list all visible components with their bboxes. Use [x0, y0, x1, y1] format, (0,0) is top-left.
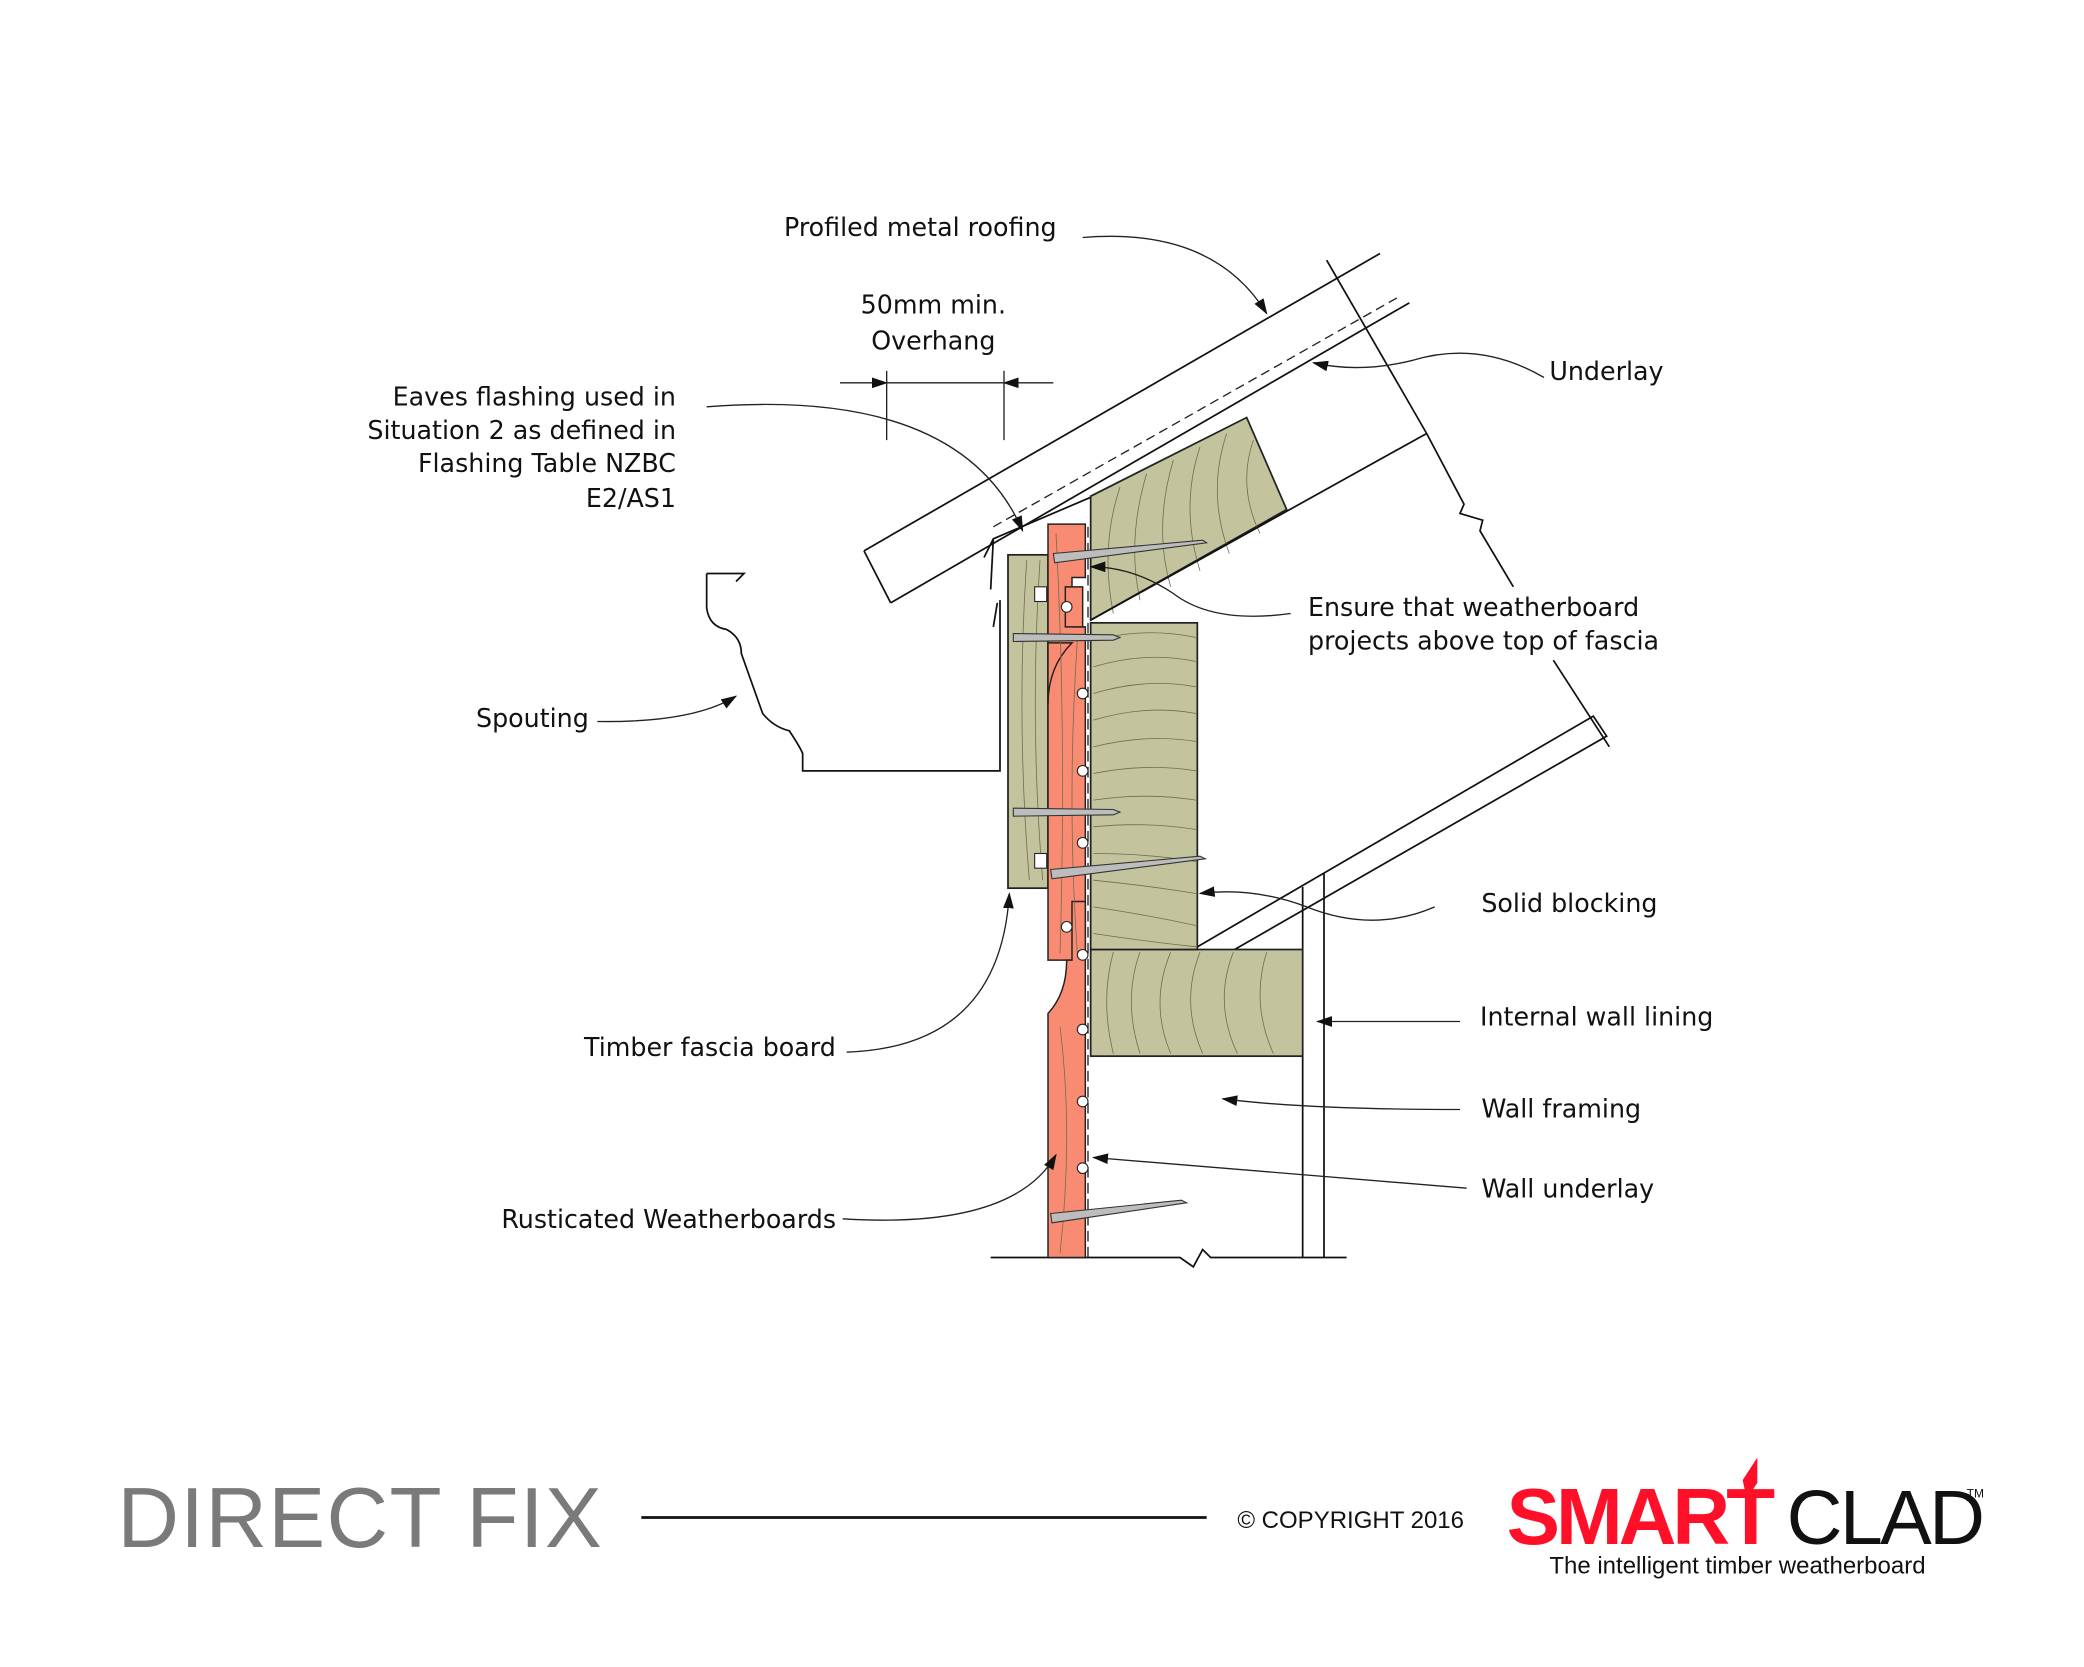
label-underlay: Underlay [1549, 356, 1663, 386]
label-spouting: Spouting [476, 703, 589, 733]
label-overhang: Overhang [871, 326, 995, 356]
label-eaves-flashing-1: Eaves flashing used in [393, 382, 676, 412]
leader-lines [597, 235, 1545, 1221]
nail [1012, 807, 1122, 817]
svg-text:SMART: SMART [1507, 1472, 1776, 1561]
label-eaves-flashing-2: Situation 2 as defined in [367, 415, 676, 445]
nail [1050, 1199, 1189, 1224]
label-overhang-min: 50mm min. [861, 290, 1006, 320]
label-profiled-metal-roofing: Profiled metal roofing [784, 212, 1057, 242]
top-plate [1089, 948, 1304, 1058]
label-internal-wall-lining: Internal wall lining [1480, 1002, 1713, 1032]
spouting [705, 573, 1001, 772]
nail [1052, 539, 1209, 564]
roof-underlay [993, 295, 1401, 528]
label-solid-blocking: Solid blocking [1481, 888, 1657, 918]
label-wall-framing: Wall framing [1481, 1094, 1641, 1124]
overhang-dimension [840, 370, 1054, 441]
nail [1050, 855, 1208, 880]
svg-text:TM: TM [1967, 1487, 1984, 1501]
profiled-metal-roofing [863, 252, 1410, 604]
smartclad-logo: SMART CLAD TM The intelligent timber wea… [1507, 1457, 1985, 1580]
rafter [1089, 259, 1611, 972]
copyright: © COPYRIGHT 2016 [1237, 1507, 1464, 1534]
eaves-flashing [983, 495, 1094, 627]
label-timber-fascia-board: Timber fascia board [583, 1032, 836, 1062]
label-ensure-2: projects above top of fascia [1308, 626, 1659, 656]
label-rusticated-weatherboards: Rusticated Weatherboards [501, 1204, 836, 1234]
svg-text:The intelligent timber weather: The intelligent timber weatherboard [1549, 1553, 1925, 1580]
solid-blocking [1089, 621, 1199, 951]
nails [1012, 539, 1209, 1224]
wall-framing [990, 873, 1347, 1269]
nail [1012, 632, 1122, 643]
rusticated-weatherboards [1047, 523, 1089, 1259]
label-eaves-flashing-3: Flashing Table NZBC [418, 448, 676, 478]
svg-text:CLAD: CLAD [1787, 1475, 1983, 1561]
label-wall-underlay: Wall underlay [1481, 1174, 1654, 1204]
logo-accent-mark [1742, 1457, 1758, 1499]
label-eaves-flashing-4: E2/AS1 [586, 483, 676, 513]
page-title: DIRECT FIX [117, 1471, 603, 1566]
timber-fascia-board [1007, 553, 1049, 890]
label-ensure-1: Ensure that weatherboard [1308, 592, 1639, 622]
